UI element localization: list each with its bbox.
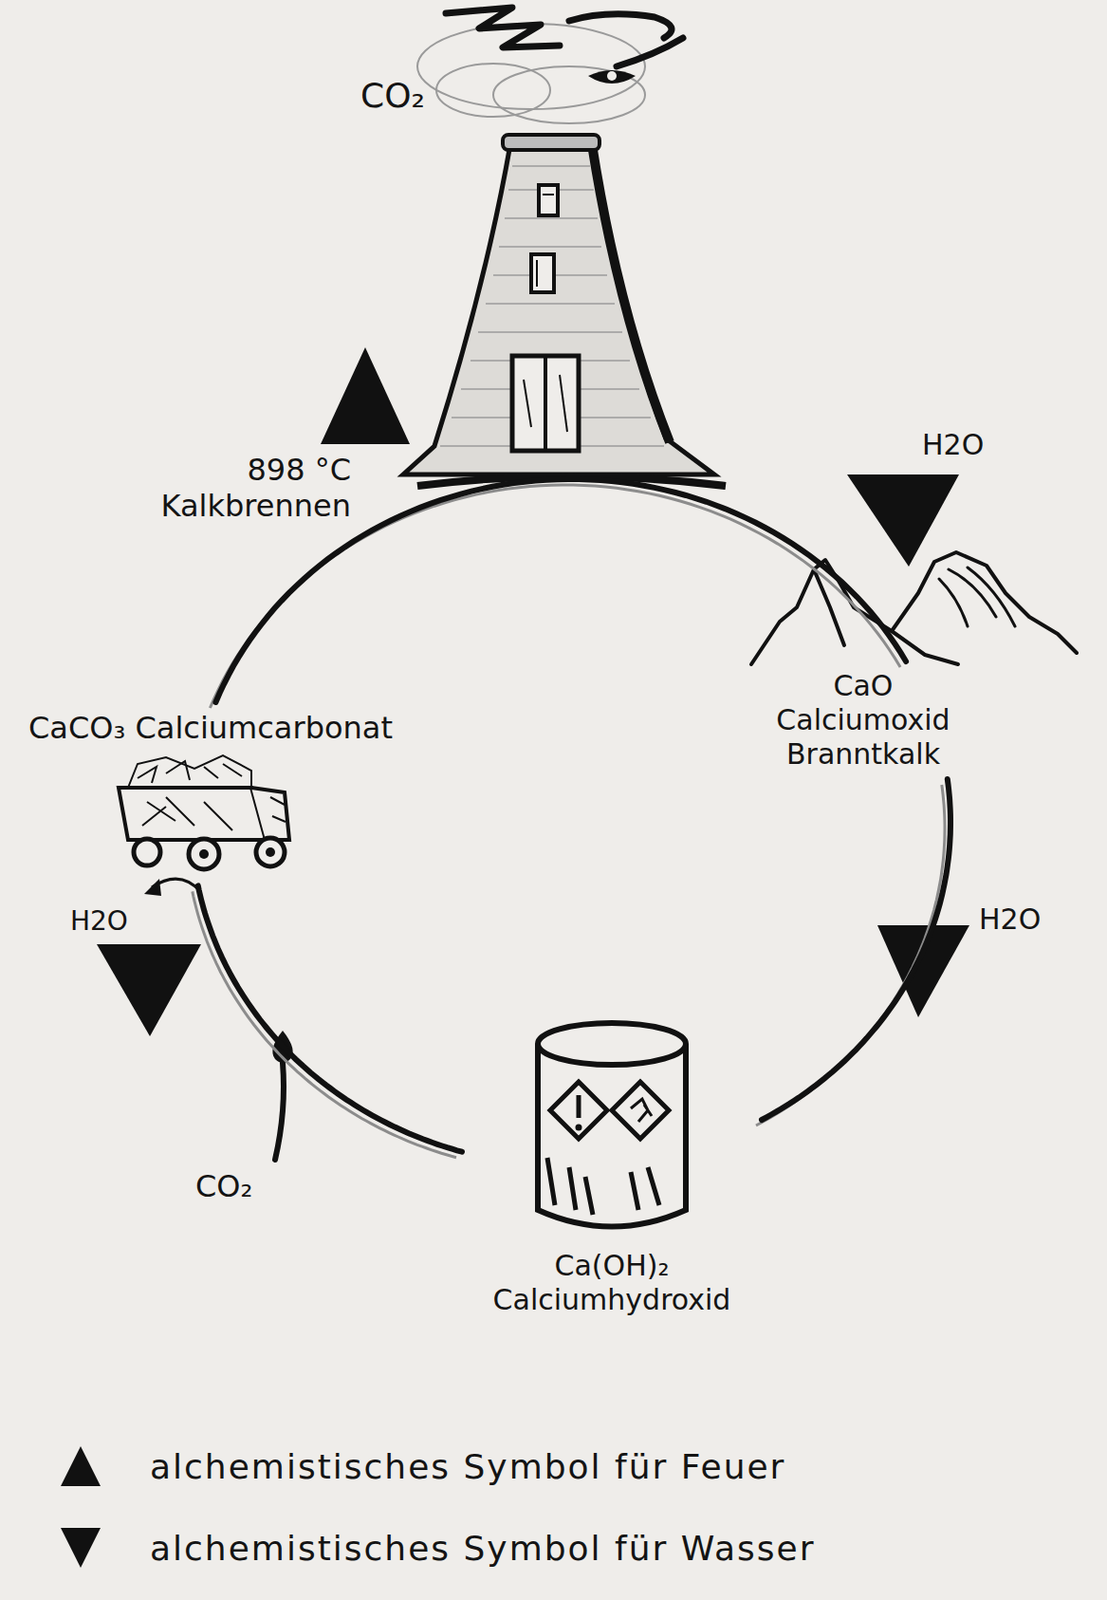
- ink-stroke: [188, 838, 220, 869]
- legend-row: alchemistisches Symbol für Wasser: [58, 1525, 816, 1569]
- ink-stroke: [417, 23, 646, 110]
- ink-stroke: [591, 144, 670, 443]
- legend-text: alchemistisches Symbol für Wasser: [149, 1528, 816, 1568]
- ink-stroke: [547, 1157, 660, 1215]
- process-label: 898 °C Kalkbrennen: [81, 451, 355, 525]
- mine-cart: [28, 745, 418, 878]
- ink-stroke: [251, 787, 290, 840]
- ink-stroke: [891, 552, 1077, 653]
- ink-stroke: [531, 254, 554, 293]
- compound-station: CaCO₃ Calciumcarbonat: [28, 709, 418, 878]
- water-symbol: [847, 474, 960, 567]
- ink-stroke: [270, 796, 286, 822]
- cycle-shadow: [756, 784, 945, 1126]
- ink-stroke: [542, 193, 554, 196]
- compound-formula: CaO: [754, 668, 973, 703]
- ink-stroke: [537, 1022, 686, 1065]
- fire-symbol: [60, 1445, 101, 1486]
- ink-stroke: [512, 355, 579, 451]
- compound-station: Ca(OH)₂Calciumhydroxid: [469, 1014, 755, 1317]
- ink-stroke: [485, 302, 615, 305]
- ink-stroke: [256, 837, 285, 867]
- ink-stroke: [133, 838, 161, 866]
- lime-kiln: [403, 134, 726, 486]
- ink-stroke: [535, 259, 538, 287]
- ink-stroke: [588, 70, 636, 84]
- ink-stroke: [611, 1081, 669, 1139]
- ink-stroke: [630, 1098, 652, 1122]
- legend-row: alchemistisches Symbol für Feuer: [58, 1443, 786, 1488]
- legend-symbol: [58, 1443, 103, 1488]
- ink-stroke: [445, 7, 560, 48]
- ink-stroke: [559, 374, 568, 432]
- smoke-eye: [588, 70, 636, 84]
- ink-stroke: [576, 1094, 582, 1118]
- fire-symbol: [320, 347, 410, 444]
- compound-name: Calciumoxid Branntkalk: [754, 702, 973, 772]
- compound-formula: CaCO₃ Calciumcarbonat: [28, 709, 418, 746]
- quicklime-rock: [751, 552, 1077, 665]
- chemical-label: H2O: [70, 905, 129, 937]
- ink-stroke: [607, 71, 617, 81]
- hazard-barrel: [469, 1014, 755, 1249]
- chemical-label: CO₂: [195, 1168, 253, 1204]
- ink-stroke: [523, 379, 532, 427]
- water-symbol: [60, 1527, 101, 1568]
- ink-stroke: [403, 144, 715, 475]
- ink-stroke: [512, 165, 591, 167]
- cycle-arc: [761, 778, 951, 1120]
- chemical-label: H2O: [922, 428, 984, 462]
- cycle-shadow: [192, 890, 457, 1157]
- legend-symbol: [58, 1525, 103, 1569]
- ink-stroke: [199, 848, 209, 859]
- ink-stroke: [616, 37, 683, 67]
- ink-stroke: [538, 184, 558, 216]
- chemical-label: CO₂: [360, 75, 425, 115]
- kiln-smoke: [417, 23, 646, 124]
- release-arrowhead: [144, 878, 162, 896]
- ink-stroke: [502, 134, 600, 150]
- mine-cart-drawing: [109, 749, 304, 878]
- ink-stroke: [504, 217, 598, 220]
- hazard-barrel-drawing: [526, 1014, 698, 1243]
- ink-stroke: [436, 63, 551, 117]
- legend-text: alchemistisches Symbol für Feuer: [149, 1446, 786, 1486]
- water-symbol: [96, 943, 202, 1036]
- ink-stroke: [137, 760, 242, 831]
- ink-stroke: [939, 567, 1015, 627]
- compound-formula: Ca(OH)₂: [469, 1248, 755, 1283]
- ink-stroke: [537, 1043, 686, 1227]
- smoke-ink: [445, 7, 683, 67]
- ink-stroke: [265, 847, 276, 857]
- compound-name: Calciumhydroxid: [469, 1282, 755, 1317]
- ink-stroke: [543, 355, 548, 451]
- ink-stroke: [498, 245, 602, 248]
- compound-station: CaOCalciumoxid Branntkalk: [754, 668, 973, 772]
- cycle-arc: [198, 885, 462, 1151]
- ink-stroke: [550, 1081, 608, 1139]
- chemical-label: H2O: [978, 903, 1041, 937]
- ink-stroke: [569, 14, 672, 38]
- ink-stroke: [575, 1124, 583, 1131]
- co2-leader: [275, 1062, 284, 1160]
- ink-stroke: [118, 787, 266, 840]
- ink-stroke: [478, 331, 623, 333]
